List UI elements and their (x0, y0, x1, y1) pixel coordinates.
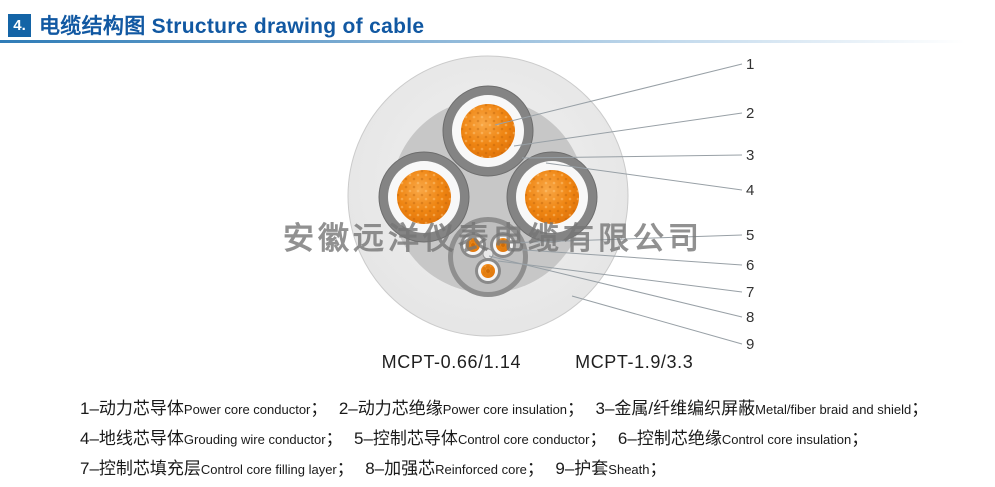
legend-line-2: 4–地线芯导体Grouding wire conductor； 5–控制芯导体C… (80, 424, 990, 454)
legend-item-6: 6–控制芯绝缘Control core insulation； (617, 429, 869, 448)
legend-item-7: 7–控制芯填充层Control core filling layer； (80, 459, 354, 478)
header-divider (0, 40, 995, 43)
section-index-badge: 4. (8, 13, 31, 37)
legend-item-2: 2–动力芯绝缘Power core insulation； (338, 399, 585, 418)
leader-line-4 (545, 162, 743, 191)
legend-item-5: 5–控制芯导体Control core conductor； (354, 429, 607, 448)
leader-line-5 (504, 234, 743, 244)
legend-line-1: 1–动力芯导体Power core conductor； 2–动力芯绝缘Powe… (80, 394, 990, 424)
power-core-top (442, 85, 534, 177)
legend-item-4: 4–地线芯导体Grouding wire conductor； (80, 429, 343, 448)
model-codes: MCPT-0.66/1.14 MCPT-1.9/3.3 (40, 352, 995, 373)
company-watermark: 安徽远洋仪表电缆有限公司 (283, 221, 703, 257)
section-header: 4. 电缆结构图 Structure drawing of cable (8, 10, 424, 40)
model-code-1: MCPT-0.66/1.14 (381, 352, 522, 372)
leader-line-2 (513, 112, 743, 147)
leader-line-9 (571, 295, 743, 345)
callout-number-8: 8 (746, 309, 754, 326)
callout-number-2: 2 (746, 105, 754, 122)
legend: 1–动力芯导体Power core conductor； 2–动力芯绝缘Powe… (80, 394, 990, 484)
control-core-3 (475, 258, 501, 284)
callout-number-4: 4 (746, 182, 754, 199)
cable-cross-section-diagram: 1 2 3 4 5 6 7 8 9 (347, 55, 754, 353)
model-code-2: MCPT-1.9/3.3 (575, 352, 694, 372)
legend-item-8: 8–加强芯Reinforced core； (365, 459, 544, 478)
control-core-bundle (448, 217, 528, 297)
legend-line-3: 7–控制芯填充层Control core filling layer； 8–加强… (80, 454, 990, 484)
callout-number-6: 6 (746, 257, 754, 274)
legend-item-9: 9–护套Sheath； (555, 459, 667, 478)
leader-line-1 (494, 63, 743, 126)
legend-item-3: 3–金属/纤维编织屏蔽Metal/fiber braid and shield； (595, 399, 929, 418)
section-title: 电缆结构图 Structure drawing of cable (39, 15, 425, 38)
callout-number-1: 1 (746, 56, 754, 73)
callout-number-3: 3 (746, 147, 754, 164)
callout-number-5: 5 (746, 227, 754, 244)
leader-line-6 (510, 248, 743, 266)
cable-filler (391, 99, 585, 293)
leader-line-3 (521, 154, 743, 159)
callout-numbers: 1 2 3 4 5 6 7 8 9 (746, 56, 754, 353)
legend-item-1: 1–动力芯导体Power core conductor； (80, 399, 328, 418)
callout-number-9: 9 (746, 336, 754, 353)
callout-number-7: 7 (746, 284, 754, 301)
leader-line-7 (497, 260, 743, 293)
leader-line-8 (488, 255, 743, 318)
leader-lines (488, 63, 743, 345)
